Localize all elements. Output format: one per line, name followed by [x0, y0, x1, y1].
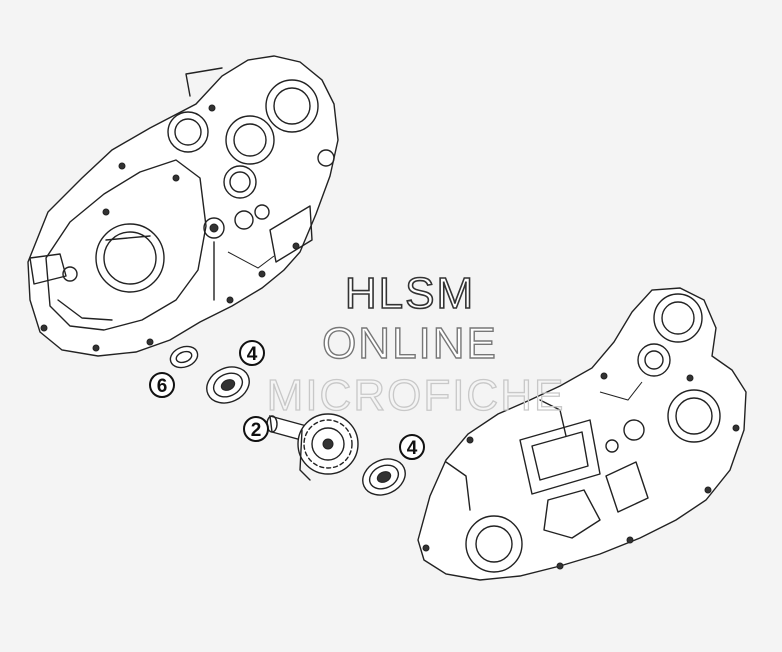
watermark-line-3: MICROFICHE: [267, 371, 566, 420]
shaft-seal-part: [169, 345, 199, 369]
callout-4-upper-label: 4: [247, 344, 258, 365]
callout-6[interactable]: 6: [149, 372, 175, 398]
ball-bearing-lower-part: [362, 458, 406, 496]
callout-2-label: 2: [251, 420, 262, 441]
gear-shaft-part: [266, 413, 359, 481]
left-crankcase-half: [27, 55, 339, 357]
callout-4-lower-label: 4: [407, 438, 418, 459]
watermark: HLSM ONLINE MICROFICHE: [266, 268, 566, 420]
watermark-line-2: ONLINE: [322, 319, 498, 368]
callout-4-lower[interactable]: 4: [399, 434, 425, 460]
right-crankcase-half: [417, 287, 747, 581]
ball-bearing-upper-part: [206, 366, 250, 404]
callout-2[interactable]: 2: [243, 416, 269, 442]
callout-6-label: 6: [157, 376, 168, 397]
callout-4-upper[interactable]: 4: [239, 340, 265, 366]
watermark-line-1: HLSM: [345, 269, 475, 318]
